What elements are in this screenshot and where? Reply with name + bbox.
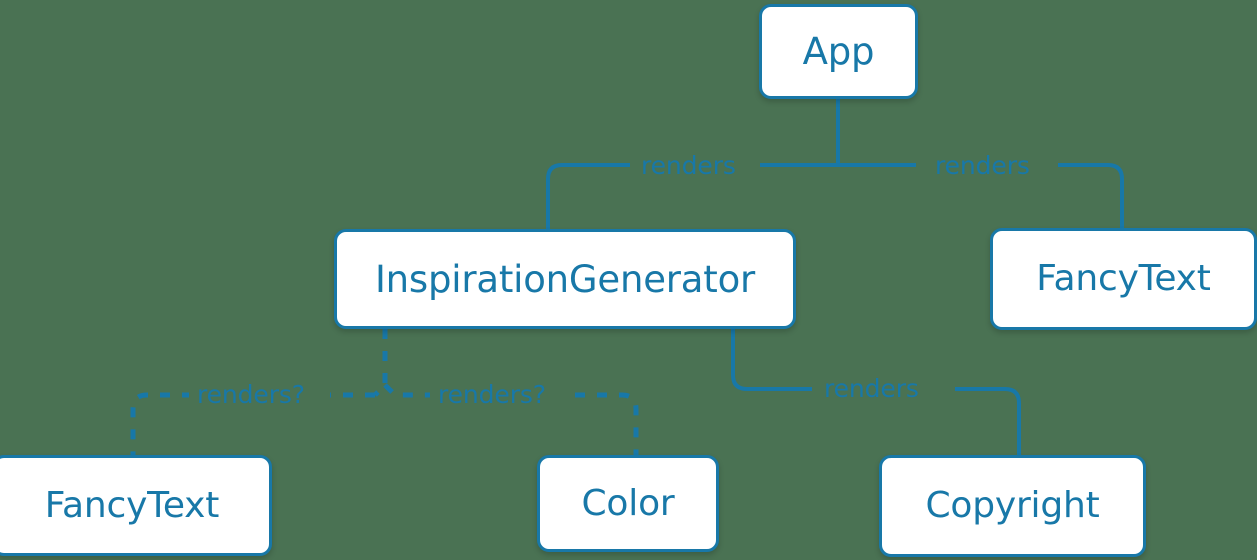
edge-label-text: renders? <box>438 380 546 409</box>
edge-label-text: renders <box>824 374 919 403</box>
node-inspirationgenerator-label: InspirationGenerator <box>374 257 756 301</box>
node-fancytext-bottom-left[interactable]: FancyText <box>0 455 272 556</box>
edge-label-text: renders <box>935 151 1030 180</box>
node-app-label: App <box>802 30 875 73</box>
node-inspirationgenerator[interactable]: InspirationGenerator <box>334 229 796 329</box>
node-fancytext-bottom-left-label: FancyText <box>44 484 220 526</box>
node-color-label: Color <box>581 482 675 524</box>
node-fancytext-right-label: FancyText <box>1036 258 1211 299</box>
edge-label-app-inspirationgenerator: renders <box>633 153 744 178</box>
edge-label-inspirationgenerator-copyright: renders <box>816 376 927 401</box>
edge-label-app-fancytext-right: renders <box>927 153 1038 178</box>
edge-label-inspirationgenerator-fancytext-left: renders? <box>189 382 313 407</box>
node-app[interactable]: App <box>759 4 918 99</box>
edge-label-text: renders <box>641 151 736 180</box>
node-color[interactable]: Color <box>537 455 719 552</box>
node-fancytext-right[interactable]: FancyText <box>990 228 1257 330</box>
edge-label-text: renders? <box>197 380 305 409</box>
edge-label-inspirationgenerator-color: renders? <box>430 382 554 407</box>
node-copyright[interactable]: Copyright <box>879 455 1146 557</box>
node-copyright-label: Copyright <box>925 485 1100 526</box>
